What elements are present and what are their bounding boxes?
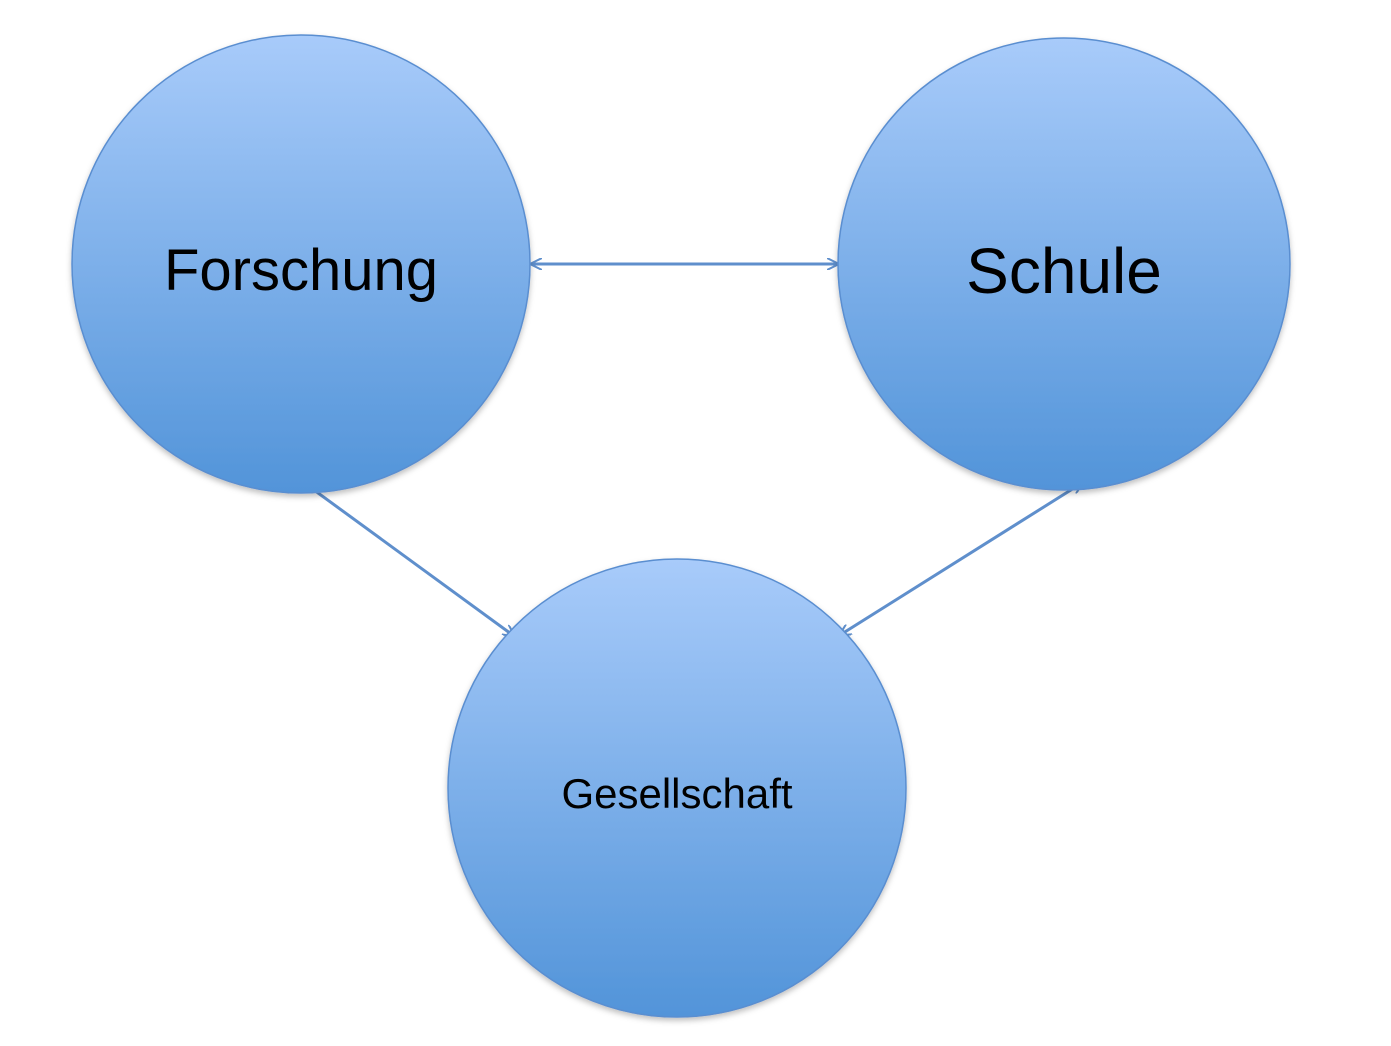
edge-forschung-gesellschaft-arrow bbox=[303, 482, 514, 636]
node-forschung-label: Forschung bbox=[164, 238, 438, 303]
node-forschung: Forschung bbox=[71, 34, 531, 494]
node-schule-label: Schule bbox=[966, 235, 1162, 307]
node-forschung-circle bbox=[71, 34, 531, 494]
node-gesellschaft: Gesellschaft bbox=[447, 558, 907, 1018]
node-schule: Schule bbox=[837, 37, 1291, 491]
node-schule-circle bbox=[837, 37, 1291, 491]
node-gesellschaft-circle bbox=[447, 558, 907, 1018]
edge-schule-gesellschaft-arrow bbox=[840, 483, 1082, 635]
node-gesellschaft-label: Gesellschaft bbox=[561, 770, 792, 817]
edges-layer bbox=[303, 264, 1082, 636]
